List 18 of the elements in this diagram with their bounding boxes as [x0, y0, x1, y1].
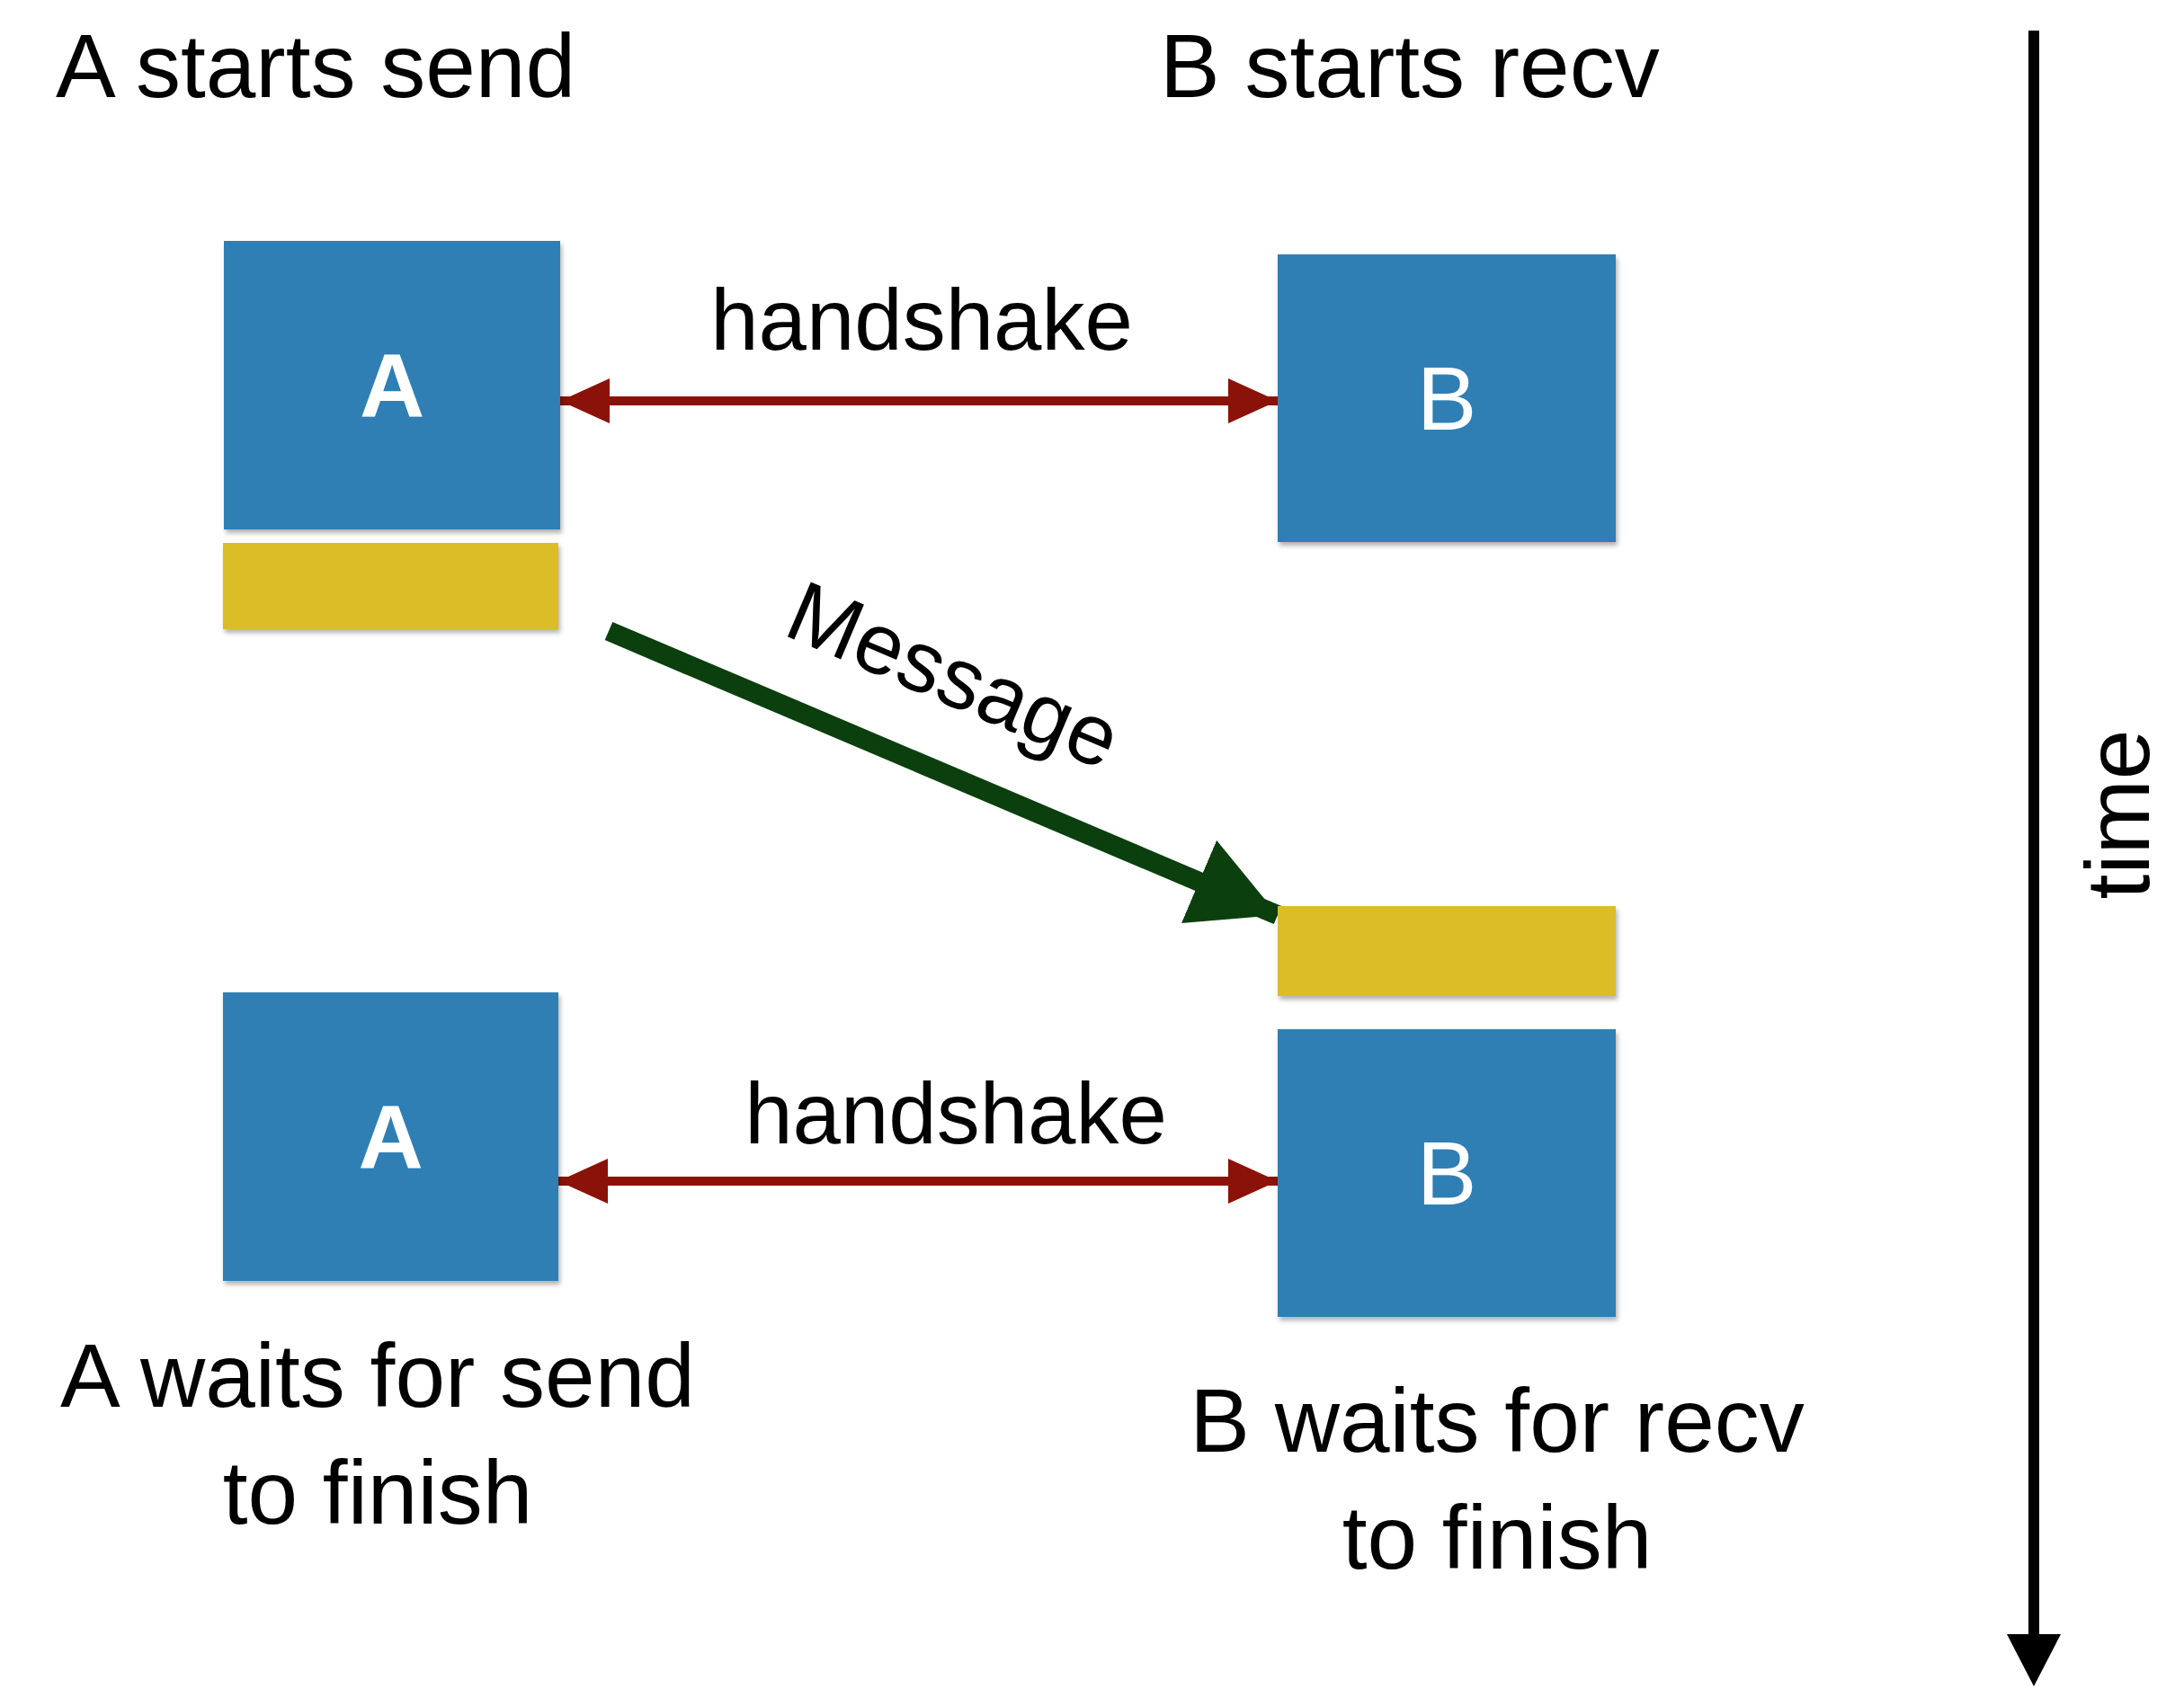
- node-label: B waits for recv to finish: [1189, 1369, 1805, 1589]
- box-label: B: [1416, 353, 1477, 443]
- process-box: [1278, 1029, 1616, 1317]
- process-box: [223, 992, 558, 1281]
- arrow: [560, 378, 1278, 423]
- axis-label: time: [2073, 729, 2162, 900]
- node-label: A waits for send to finish: [59, 1324, 696, 1544]
- arrow: [604, 621, 1282, 925]
- node-label: B starts recv: [1160, 14, 1660, 118]
- buffer-bar: [1278, 906, 1616, 996]
- buffer-bar: [223, 543, 558, 629]
- process-box: [1278, 254, 1616, 542]
- box-label: B: [1416, 1128, 1477, 1218]
- arrow: [558, 1159, 1278, 1204]
- box-label: A: [359, 340, 425, 431]
- process-box: [224, 241, 560, 529]
- node-label: A starts send: [56, 14, 576, 118]
- box-label: A: [358, 1091, 423, 1182]
